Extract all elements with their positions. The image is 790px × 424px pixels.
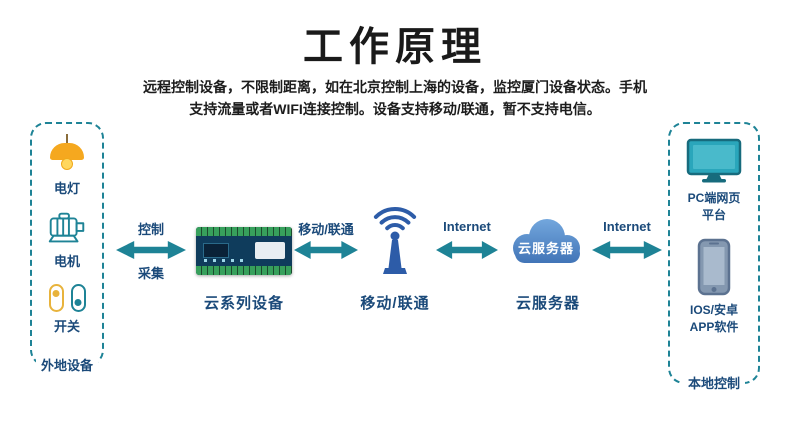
link3-label: Internet xyxy=(443,219,491,234)
remote-panel-title: 外地设备 xyxy=(35,355,99,374)
device-label-sticker xyxy=(255,242,285,259)
pc-label-line2: 平台 xyxy=(701,208,726,222)
device-led-row xyxy=(204,259,246,262)
app-item: IOS/安卓 APP软件 xyxy=(690,238,739,336)
app-label: IOS/安卓 APP软件 xyxy=(690,302,739,336)
cloud-badge-text: 云服务器 xyxy=(517,241,574,256)
pc-item: PC端网页 平台 xyxy=(686,138,742,224)
app-label-line1: IOS/安卓 xyxy=(689,303,738,317)
lamp-label: 电灯 xyxy=(53,181,80,196)
double-arrow-1 xyxy=(116,241,186,259)
switch-toggle-yellow xyxy=(48,284,64,312)
app-label-line2: APP软件 xyxy=(689,320,739,334)
pc-label-line1: PC端网页 xyxy=(687,191,741,205)
double-arrow-4 xyxy=(592,241,662,259)
cloud-icon xyxy=(513,219,580,263)
device-label: 云系列设备 xyxy=(203,295,284,312)
controller-board-image xyxy=(196,227,292,275)
description: 远程控制设备，不限制距离，如在北京控制上海的设备，监控厦门设备状态。手机 支持流… xyxy=(0,76,790,120)
switch-icon xyxy=(48,284,86,312)
signal-tower-icon xyxy=(373,206,417,274)
lamp-cord xyxy=(66,134,68,143)
description-line-1: 远程控制设备，不限制距离，如在北京控制上海的设备，监控厦门设备状态。手机 xyxy=(143,79,647,95)
device-chip xyxy=(203,243,229,258)
device-terminal-strip xyxy=(196,266,292,275)
link1-bottom-label: 采集 xyxy=(137,266,164,281)
cloud-label: 云服务器 xyxy=(515,295,580,312)
local-control-panel: PC端网页 平台 IOS/安卓 APP软件 本地控制 xyxy=(668,122,760,392)
lamp-bulb xyxy=(61,158,73,170)
local-panel-title: 本地控制 xyxy=(682,373,746,392)
link1-top-label: 控制 xyxy=(137,222,164,237)
switch-label: 开关 xyxy=(53,319,80,334)
page-title: 工作原理 xyxy=(303,25,487,69)
remote-devices-panel: 电灯 电机 开关 外地设备 xyxy=(30,122,104,374)
motor-label: 电机 xyxy=(53,254,80,269)
description-line-2: 支持流量或者WIFI连接控制。设备支持移动/联通，暂不支持电信。 xyxy=(189,101,601,117)
motor-icon xyxy=(48,212,85,243)
double-arrow-3 xyxy=(436,241,498,259)
switch-toggle-teal xyxy=(70,284,86,312)
device-body xyxy=(196,236,292,266)
lamp-item: 电灯 xyxy=(47,134,87,197)
motor-item: 电机 xyxy=(44,211,90,270)
antenna-label: 移动/联通 xyxy=(360,295,430,312)
double-arrow-2 xyxy=(294,241,358,259)
switch-item: 开关 xyxy=(48,284,86,335)
lamp-shade xyxy=(50,143,84,160)
smartphone-icon xyxy=(697,238,731,296)
pc-label: PC端网页 平台 xyxy=(688,190,741,224)
lamp-icon xyxy=(47,134,87,174)
link4-label: Internet xyxy=(603,219,651,234)
device-terminal-strip xyxy=(196,227,292,236)
link2-label: 移动/联通 xyxy=(298,222,354,237)
pc-monitor-icon xyxy=(686,138,742,183)
